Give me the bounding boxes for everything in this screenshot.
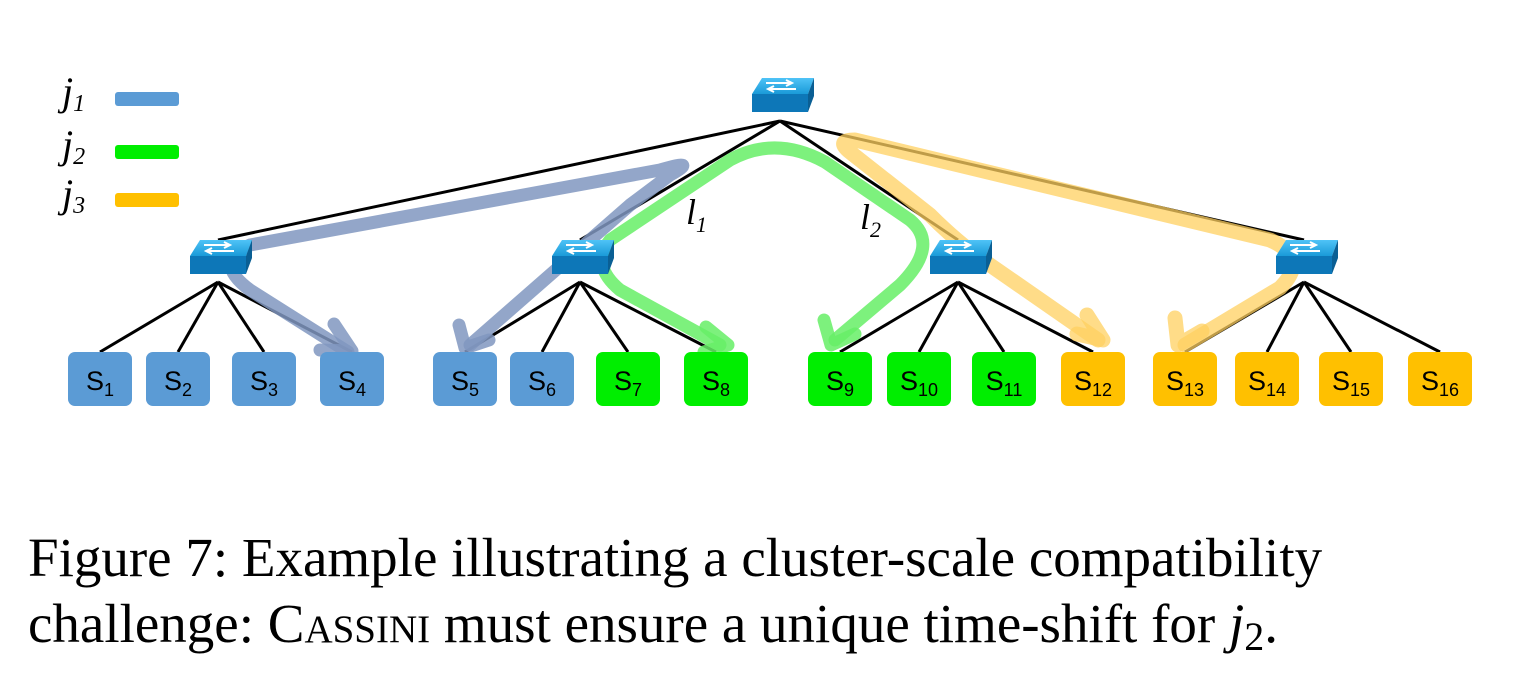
server-label: S13: [1166, 366, 1204, 400]
link-leaf-2: [176, 281, 220, 353]
server-box: [808, 352, 872, 406]
server-box: [146, 352, 210, 406]
svg-text:j3: j3: [57, 171, 85, 219]
link-leaf-16: [1303, 280, 1441, 354]
aggregation-switch-icon-3: [930, 240, 992, 274]
server-box: [596, 352, 660, 406]
legend-item-j2: j2: [57, 122, 179, 170]
caption-line-1: Figure 7: Example illustrating a cluster…: [28, 527, 1323, 588]
legend-item-j1: j1: [57, 69, 179, 117]
server-node: S12: [1061, 352, 1125, 406]
server-label: S9: [826, 366, 854, 400]
server-box: [887, 352, 951, 406]
link-leaf-10: [917, 281, 960, 353]
caption-end: .: [1264, 593, 1278, 654]
server-node: S13: [1153, 352, 1217, 406]
server-label: S7: [614, 366, 642, 400]
link-leaf-14: [1265, 281, 1306, 353]
server-node: S2: [146, 352, 210, 406]
caption-line-2a: challenge: C: [28, 593, 305, 654]
server-node: S4: [320, 352, 384, 406]
server-box: [684, 352, 748, 406]
server-box: [510, 352, 574, 406]
server-node: S9: [808, 352, 872, 406]
server-box: [972, 352, 1036, 406]
figure-caption: Figure 7: Example illustrating a cluster…: [28, 525, 1518, 670]
server-box: [1061, 352, 1125, 406]
link-leaf-7: [578, 281, 630, 353]
server-label: S15: [1332, 366, 1370, 400]
server-node: S11: [972, 352, 1036, 406]
server-box: [1319, 352, 1383, 406]
server-box: [1235, 352, 1299, 406]
server-node: S5: [433, 352, 497, 406]
link-leaf-1: [99, 280, 219, 354]
flow-path-j1: [224, 158, 690, 359]
legend: j1 j2 j3: [57, 69, 179, 219]
server-node: S3: [232, 352, 296, 406]
server-label: S6: [528, 366, 556, 400]
legend-swatch-j1: [115, 92, 179, 106]
server-label: S14: [1248, 366, 1286, 400]
core-switch-icon: [752, 78, 814, 112]
server-node: S14: [1235, 352, 1299, 406]
legend-swatch-j3: [115, 193, 179, 207]
server-label: S5: [451, 366, 479, 400]
server-label: S8: [702, 366, 730, 400]
network-diagram: j1 j2 j3: [57, 69, 1472, 406]
flow-paths: [224, 132, 1301, 359]
server-node: S1: [68, 352, 132, 406]
server-nodes: S1 S2 S3 S4 S5 S6 S7 S8 S9 S10 S11 S12 S13 S14 S15 S16: [68, 352, 1472, 406]
link-label-l1: l1: [686, 192, 707, 237]
link-labels: l1 l2: [686, 192, 881, 242]
caption-line-2b: must ensure a unique time-shift for: [430, 593, 1229, 654]
legend-swatch-j2: [115, 145, 179, 159]
server-node: S8: [684, 352, 748, 406]
server-label: S2: [164, 366, 192, 400]
server-node: S16: [1408, 352, 1472, 406]
link-leaf-8: [579, 280, 717, 354]
link-leaf-9: [839, 280, 959, 354]
server-node: S7: [596, 352, 660, 406]
server-label: S16: [1421, 366, 1459, 400]
server-label: S1: [86, 366, 114, 400]
link-leaf-6: [540, 281, 582, 353]
caption-j-sub: 2: [1244, 614, 1265, 659]
server-node: S15: [1319, 352, 1383, 406]
server-node: S6: [510, 352, 574, 406]
server-box: [68, 352, 132, 406]
server-box: [232, 352, 296, 406]
link-leaf-15: [1302, 281, 1353, 353]
link-label-l2: l2: [860, 197, 881, 242]
server-label: S11: [986, 366, 1023, 400]
aggregation-switch-icon-2: [552, 240, 614, 274]
aggregation-switch-icon-1: [190, 240, 252, 274]
flow-path-j3: [836, 132, 1301, 353]
svg-text:j1: j1: [57, 69, 85, 117]
link-leaf-3: [216, 281, 266, 353]
link-leaf-12: [957, 280, 1094, 354]
server-box: [320, 352, 384, 406]
caption-j: j: [1228, 593, 1245, 654]
link-leaf-11: [956, 281, 1006, 353]
server-label: S12: [1074, 366, 1112, 400]
server-label: S10: [900, 366, 938, 400]
aggregation-switch-icon-4: [1276, 240, 1338, 274]
link-core-agg1: [217, 119, 781, 242]
svg-text:j2: j2: [57, 122, 85, 170]
server-box: [433, 352, 497, 406]
server-box: [1153, 352, 1217, 406]
server-label: S4: [338, 366, 366, 400]
switches: [190, 78, 1338, 274]
server-box: [1408, 352, 1472, 406]
server-label: S3: [250, 366, 278, 400]
caption-cassini: assini: [304, 593, 431, 654]
legend-item-j3: j3: [57, 171, 179, 219]
server-node: S10: [887, 352, 951, 406]
